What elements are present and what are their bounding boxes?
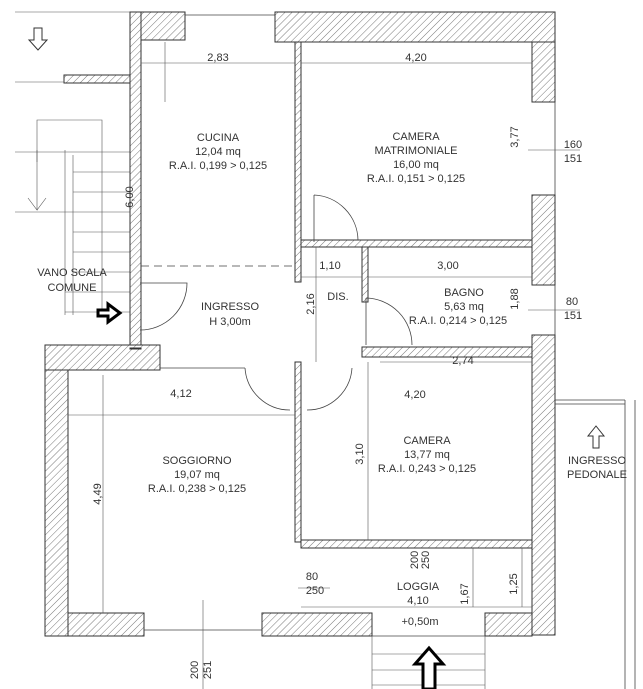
room-name-camera: CAMERA: [403, 435, 451, 447]
dim-window-loggia-a: 80: [306, 571, 318, 583]
dim-loggia-height-2: 1,25: [508, 573, 520, 594]
dim-window-soggiorno-a: 200: [189, 661, 201, 679]
dim-bagno-width: 3,00: [437, 260, 458, 272]
interior-walls: [129, 41, 533, 549]
dim-window-mat-a: 160: [564, 139, 582, 151]
ingresso-pedonale-gate: [555, 399, 636, 689]
room-name-loggia: LOGGIA: [397, 581, 440, 593]
matrimoniale-door: [313, 194, 359, 242]
room-name-dis: DIS.: [327, 291, 348, 303]
dim-cucina-width: 2,83: [207, 52, 228, 64]
room-rai-cucina: R.A.I. 0,199 > 0,125: [169, 160, 267, 172]
exterior-walls: [44, 11, 556, 637]
dim-dis-width: 1,10: [319, 260, 340, 272]
room-rai-soggiorno: R.A.I. 0,238 > 0,125: [148, 483, 246, 495]
room-name-matrimoniale-1: CAMERA: [392, 131, 440, 143]
room-width-loggia: 4,10: [407, 595, 428, 607]
room-name-ingresso: INGRESSO: [201, 301, 260, 313]
room-rai-camera: R.A.I. 0,243 > 0,125: [378, 463, 476, 475]
dim-window-camera-b: 250: [420, 551, 432, 569]
label-ingresso-pedonale-2: PEDONALE: [567, 469, 627, 481]
label-vano-scala: VANO SCALA: [37, 267, 107, 279]
dim-window-bagno-a: 80: [566, 296, 578, 308]
dim-soggiorno-width: 4,12: [170, 388, 191, 400]
loggia-entrance-arrow-icon: [411, 645, 447, 689]
doors: [139, 194, 636, 689]
dim-window-soggiorno-b: 251: [202, 661, 214, 679]
entrance-arrow-icon: [96, 301, 123, 325]
bagno-door: [365, 297, 413, 346]
entrance-door: [139, 282, 188, 331]
dim-camera-width: 4,20: [404, 389, 425, 401]
dim-window-loggia-b: 250: [306, 585, 324, 597]
room-height-ingresso: H 3,00m: [209, 316, 251, 328]
label-comune: COMUNE: [48, 282, 97, 294]
room-name-soggiorno: SOGGIORNO: [162, 455, 232, 467]
pedestrian-entrance-arrow-icon: [586, 425, 606, 449]
dim-bagno-height: 1,88: [509, 288, 521, 309]
room-rai-matrimoniale: R.A.I. 0,151 > 0,125: [367, 173, 465, 185]
label-ingresso-pedonale-1: INGRESSO: [568, 455, 627, 467]
dim-dis-height: 2,16: [305, 293, 317, 314]
room-name-matrimoniale-2: MATRIMONIALE: [375, 145, 458, 157]
room-area-cucina: 12,04 mq: [195, 146, 241, 158]
room-name-bagno: BAGNO: [444, 287, 484, 299]
dim-matrimoniale-height: 3,77: [509, 126, 521, 147]
dim-window-mat-b: 151: [564, 153, 582, 165]
room-rai-bagno: R.A.I. 0,214 > 0,125: [409, 315, 507, 327]
room-area-bagno: 5,63 mq: [444, 301, 484, 313]
camera-door: [306, 367, 353, 411]
dim-camera-height: 3,10: [354, 443, 366, 464]
dim-soggiorno-height: 4,49: [92, 483, 104, 504]
room-area-camera: 13,77 mq: [404, 449, 450, 461]
room-area-matrimoniale: 16,00 mq: [393, 159, 439, 171]
dim-window-camera-a: 200: [409, 551, 421, 569]
loggia-level: +0,50m: [402, 616, 439, 628]
dim-window-bagno-b: 151: [564, 310, 582, 322]
dim-matrimoniale-width: 4,20: [405, 52, 426, 64]
stairs-direction-arrow: [27, 150, 47, 211]
common-stairwell: [15, 11, 133, 315]
room-name-cucina: CUCINA: [197, 132, 240, 144]
dimension-lines: [68, 42, 580, 689]
dim-loggia-height-1: 1,67: [459, 583, 471, 604]
room-area-soggiorno: 19,07 mq: [174, 469, 220, 481]
down-arrow-icon: [27, 27, 49, 51]
soggiorno-door: [244, 367, 291, 411]
dim-camera-top: 2,74: [452, 355, 473, 367]
dim-cucina-height: 6,00: [124, 186, 136, 207]
